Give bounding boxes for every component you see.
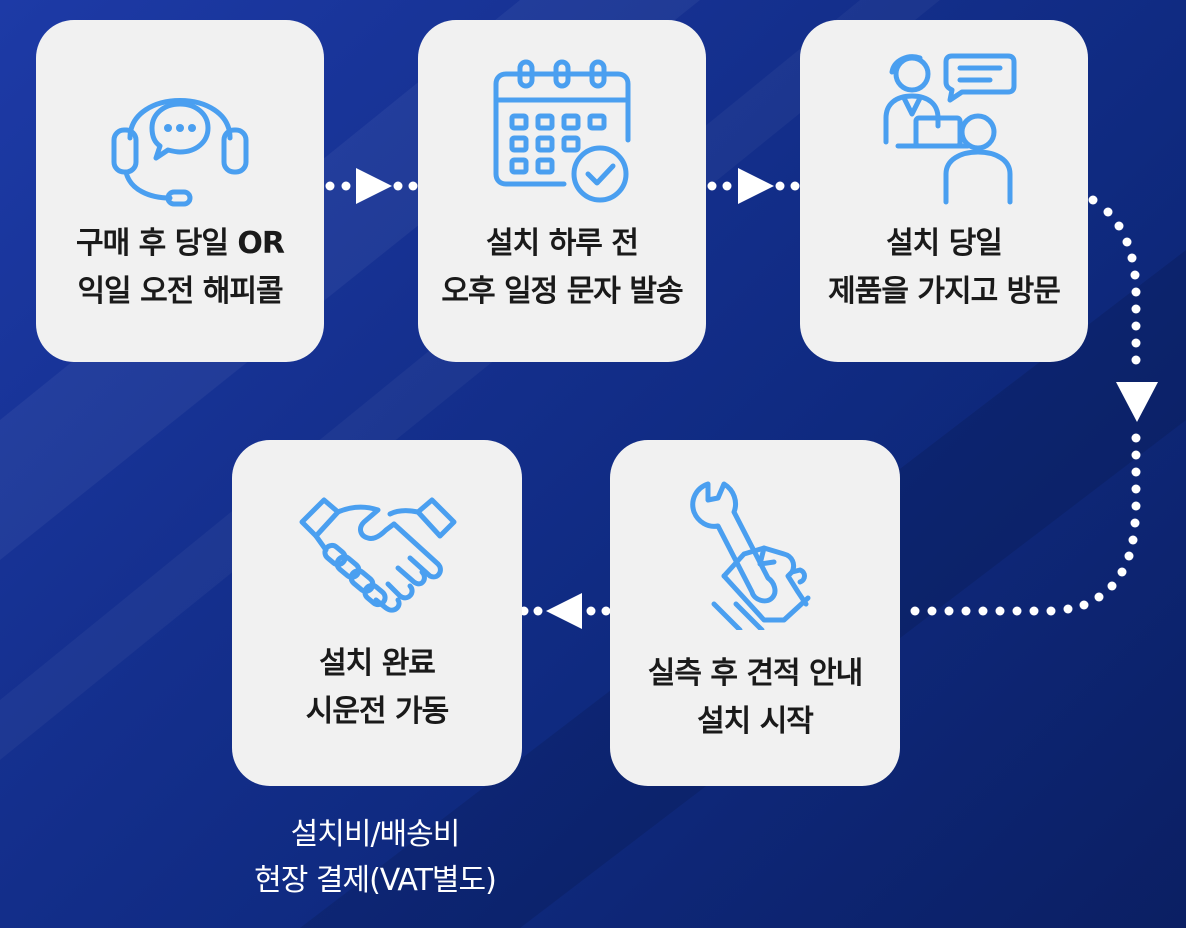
step-card-3: 설치 당일 제품을 가지고 방문 (800, 20, 1088, 362)
step-4-line2: 설치 시작 (697, 704, 814, 739)
step-card-4: 실측 후 견적 안내 설치 시작 (610, 440, 900, 786)
payment-note-line2: 현장 결제(VAT별도) (254, 863, 497, 898)
step-4-line1: 실측 후 견적 안내 (647, 656, 864, 691)
step-card-1: 구매 후 당일 OR 익일 오전 해피콜 (36, 20, 324, 362)
wrench-hand-icon (690, 481, 811, 630)
calendar-check-icon (493, 59, 631, 203)
payment-note-line1: 설치비/배송비 (290, 817, 461, 852)
step-5-line1: 설치 완료 (319, 646, 436, 681)
connector-arrow-2 (707, 168, 800, 204)
step-1-line1: 구매 후 당일 OR (76, 226, 285, 261)
step-2-line2: 오후 일정 문자 발송 (441, 274, 683, 309)
consultation-icon (883, 53, 1017, 205)
connector-arrow-4 (519, 593, 611, 629)
connector-arrow-3 (910, 195, 1158, 616)
handshake-icon (299, 497, 457, 613)
connector-arrow-1 (325, 168, 418, 204)
step-3-line2: 제품을 가지고 방문 (828, 274, 1061, 309)
step-card-5: 설치 완료 시운전 가동 (232, 440, 522, 786)
step-5-line2: 시운전 가동 (305, 694, 449, 729)
headset-chat-icon (111, 98, 249, 207)
payment-note: 설치비/배송비 현장 결제(VAT별도) (230, 812, 520, 904)
step-2-line1: 설치 하루 전 (486, 226, 639, 261)
step-3-line1: 설치 당일 (886, 226, 1003, 261)
step-card-2: 설치 하루 전 오후 일정 문자 발송 (418, 20, 706, 362)
step-1-line2: 익일 오전 해피콜 (77, 274, 283, 309)
